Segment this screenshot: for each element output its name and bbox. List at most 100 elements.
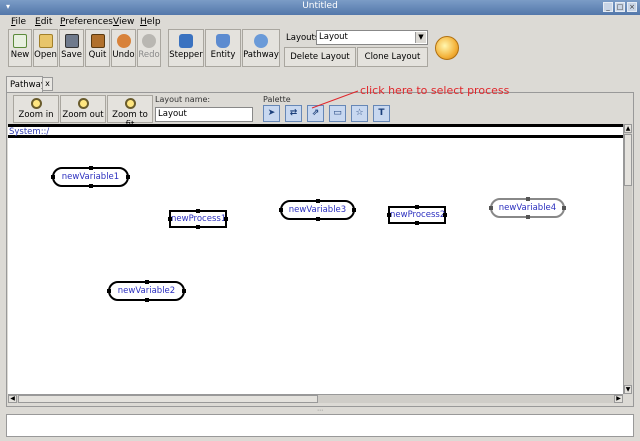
process-icon: ⇗ bbox=[311, 108, 320, 118]
node-handle[interactable] bbox=[415, 205, 419, 209]
vertical-scrollbar[interactable]: ▲ ▼ bbox=[623, 124, 632, 394]
magnifier-icon bbox=[124, 98, 136, 109]
magnifier-icon bbox=[77, 98, 89, 109]
node-handle[interactable] bbox=[443, 213, 447, 217]
redo-arrow-icon bbox=[142, 34, 156, 48]
variable-node[interactable]: newVariable2 bbox=[107, 280, 186, 302]
menu-edit[interactable]: Edit bbox=[35, 17, 53, 27]
node-handle[interactable] bbox=[196, 225, 200, 229]
clone-layout-button[interactable]: Clone Layout bbox=[357, 47, 428, 67]
node-handle[interactable] bbox=[196, 209, 200, 213]
variable-icon: ⇄ bbox=[289, 108, 298, 118]
node-handle[interactable] bbox=[168, 217, 172, 221]
zoom-in-button[interactable]: Zoom in bbox=[13, 95, 59, 123]
window-title: Untitled bbox=[302, 1, 338, 11]
node-handle[interactable] bbox=[352, 208, 356, 212]
annotation-text: click here to select process bbox=[360, 84, 510, 97]
node-handle[interactable] bbox=[182, 289, 186, 293]
stepper-icon bbox=[179, 34, 193, 48]
undo-arrow-icon bbox=[116, 34, 131, 48]
palette-process-button[interactable]: ⇗ bbox=[307, 105, 324, 122]
zoom-to-fit-button[interactable]: Zoom to fit bbox=[107, 95, 153, 130]
new-button[interactable]: New bbox=[8, 29, 32, 67]
node-handle[interactable] bbox=[526, 197, 530, 201]
node-handle[interactable] bbox=[145, 298, 149, 302]
node-handle[interactable] bbox=[107, 289, 111, 293]
node-handle[interactable] bbox=[51, 175, 55, 179]
palette-shape-button[interactable]: ☆ bbox=[351, 105, 368, 122]
close-icon[interactable]: × bbox=[627, 2, 637, 12]
node-handle[interactable] bbox=[89, 184, 93, 188]
pathway-canvas[interactable]: System::/ newVariable1 newProcess1 newVa… bbox=[8, 124, 623, 394]
node-handle[interactable] bbox=[279, 208, 283, 212]
scrollbar-thumb[interactable] bbox=[18, 395, 318, 403]
entity-cylinder-icon bbox=[216, 34, 230, 48]
palette-variable-button[interactable]: ⇄ bbox=[285, 105, 302, 122]
node-handle[interactable] bbox=[562, 206, 566, 210]
zoom-out-button[interactable]: Zoom out bbox=[60, 95, 106, 123]
layouts-area: Layouts: Layout ▼ Delete Layout Clone La… bbox=[284, 30, 429, 68]
layout-name-input[interactable]: Layout bbox=[155, 107, 253, 122]
star-icon: ☆ bbox=[355, 108, 364, 118]
scroll-up-icon[interactable]: ▲ bbox=[624, 124, 632, 133]
layouts-dropdown[interactable]: Layout ▼ bbox=[316, 30, 428, 45]
menu-help[interactable]: Help bbox=[140, 17, 161, 27]
palette-label: Palette bbox=[263, 95, 291, 104]
palette-pointer-button[interactable]: ➤ bbox=[263, 105, 280, 122]
undo-button[interactable]: Undo bbox=[111, 29, 136, 67]
text-t-icon: T bbox=[378, 108, 385, 118]
node-handle[interactable] bbox=[126, 175, 130, 179]
chevron-down-icon[interactable]: ▼ bbox=[415, 32, 426, 43]
stepper-button[interactable]: Stepper bbox=[168, 29, 204, 67]
horizontal-scrollbar[interactable]: ◀ ▶ bbox=[8, 394, 623, 403]
node-handle[interactable] bbox=[489, 206, 493, 210]
delete-layout-button[interactable]: Delete Layout bbox=[284, 47, 356, 67]
floppy-disk-icon bbox=[64, 34, 79, 48]
node-handle[interactable] bbox=[89, 166, 93, 170]
variable-node[interactable]: newVariable4 bbox=[489, 197, 566, 219]
title-bar: ▾ Untitled _ □ × bbox=[0, 0, 640, 15]
palette-text-button[interactable]: T bbox=[373, 105, 390, 122]
system-path-bar: System::/ bbox=[8, 127, 623, 138]
pathway-button[interactable]: Pathway bbox=[242, 29, 280, 67]
window-menu-icon[interactable]: ▾ bbox=[5, 2, 10, 11]
variable-node[interactable]: newVariable3 bbox=[279, 199, 356, 221]
scrollbar-thumb[interactable] bbox=[624, 134, 632, 186]
tab-close-icon[interactable]: x bbox=[42, 77, 53, 91]
scroll-left-icon[interactable]: ◀ bbox=[8, 395, 17, 403]
variable-node[interactable]: newVariable1 bbox=[51, 166, 130, 188]
app-logo-icon bbox=[435, 36, 459, 60]
maximize-icon[interactable]: □ bbox=[615, 2, 625, 12]
splitter-handle[interactable]: ⋯ bbox=[317, 407, 323, 414]
node-handle[interactable] bbox=[145, 280, 149, 284]
folder-icon bbox=[38, 34, 53, 48]
process-node[interactable]: newProcess2 bbox=[387, 205, 447, 225]
layouts-label: Layouts: bbox=[286, 33, 323, 43]
menu-preferences[interactable]: Preferences bbox=[60, 17, 113, 27]
scroll-right-icon[interactable]: ▶ bbox=[614, 395, 623, 403]
node-handle[interactable] bbox=[415, 221, 419, 225]
system-box-icon: ▭ bbox=[333, 108, 342, 118]
palette-system-button[interactable]: ▭ bbox=[329, 105, 346, 122]
node-handle[interactable] bbox=[316, 199, 320, 203]
scroll-down-icon[interactable]: ▼ bbox=[624, 385, 632, 394]
pointer-arrow-icon: ➤ bbox=[267, 108, 276, 118]
open-button[interactable]: Open bbox=[33, 29, 58, 67]
layout-name-label: Layout name: bbox=[155, 95, 211, 104]
message-area[interactable] bbox=[6, 414, 634, 437]
pathway-icon bbox=[254, 34, 268, 48]
entity-button[interactable]: Entity bbox=[205, 29, 241, 67]
node-handle[interactable] bbox=[526, 215, 530, 219]
node-handle[interactable] bbox=[224, 217, 228, 221]
minimize-icon[interactable]: _ bbox=[603, 2, 613, 12]
menu-view[interactable]: View bbox=[113, 17, 135, 27]
node-handle[interactable] bbox=[387, 213, 391, 217]
menu-file[interactable]: File bbox=[11, 17, 27, 27]
exit-door-icon bbox=[90, 34, 105, 48]
node-handle[interactable] bbox=[316, 217, 320, 221]
process-node[interactable]: newProcess1 bbox=[168, 209, 228, 229]
save-button[interactable]: Save bbox=[59, 29, 84, 67]
tab-pathway[interactable]: Pathway bbox=[6, 76, 46, 93]
quit-button[interactable]: Quit bbox=[85, 29, 110, 67]
redo-button[interactable]: Redo bbox=[137, 29, 161, 67]
